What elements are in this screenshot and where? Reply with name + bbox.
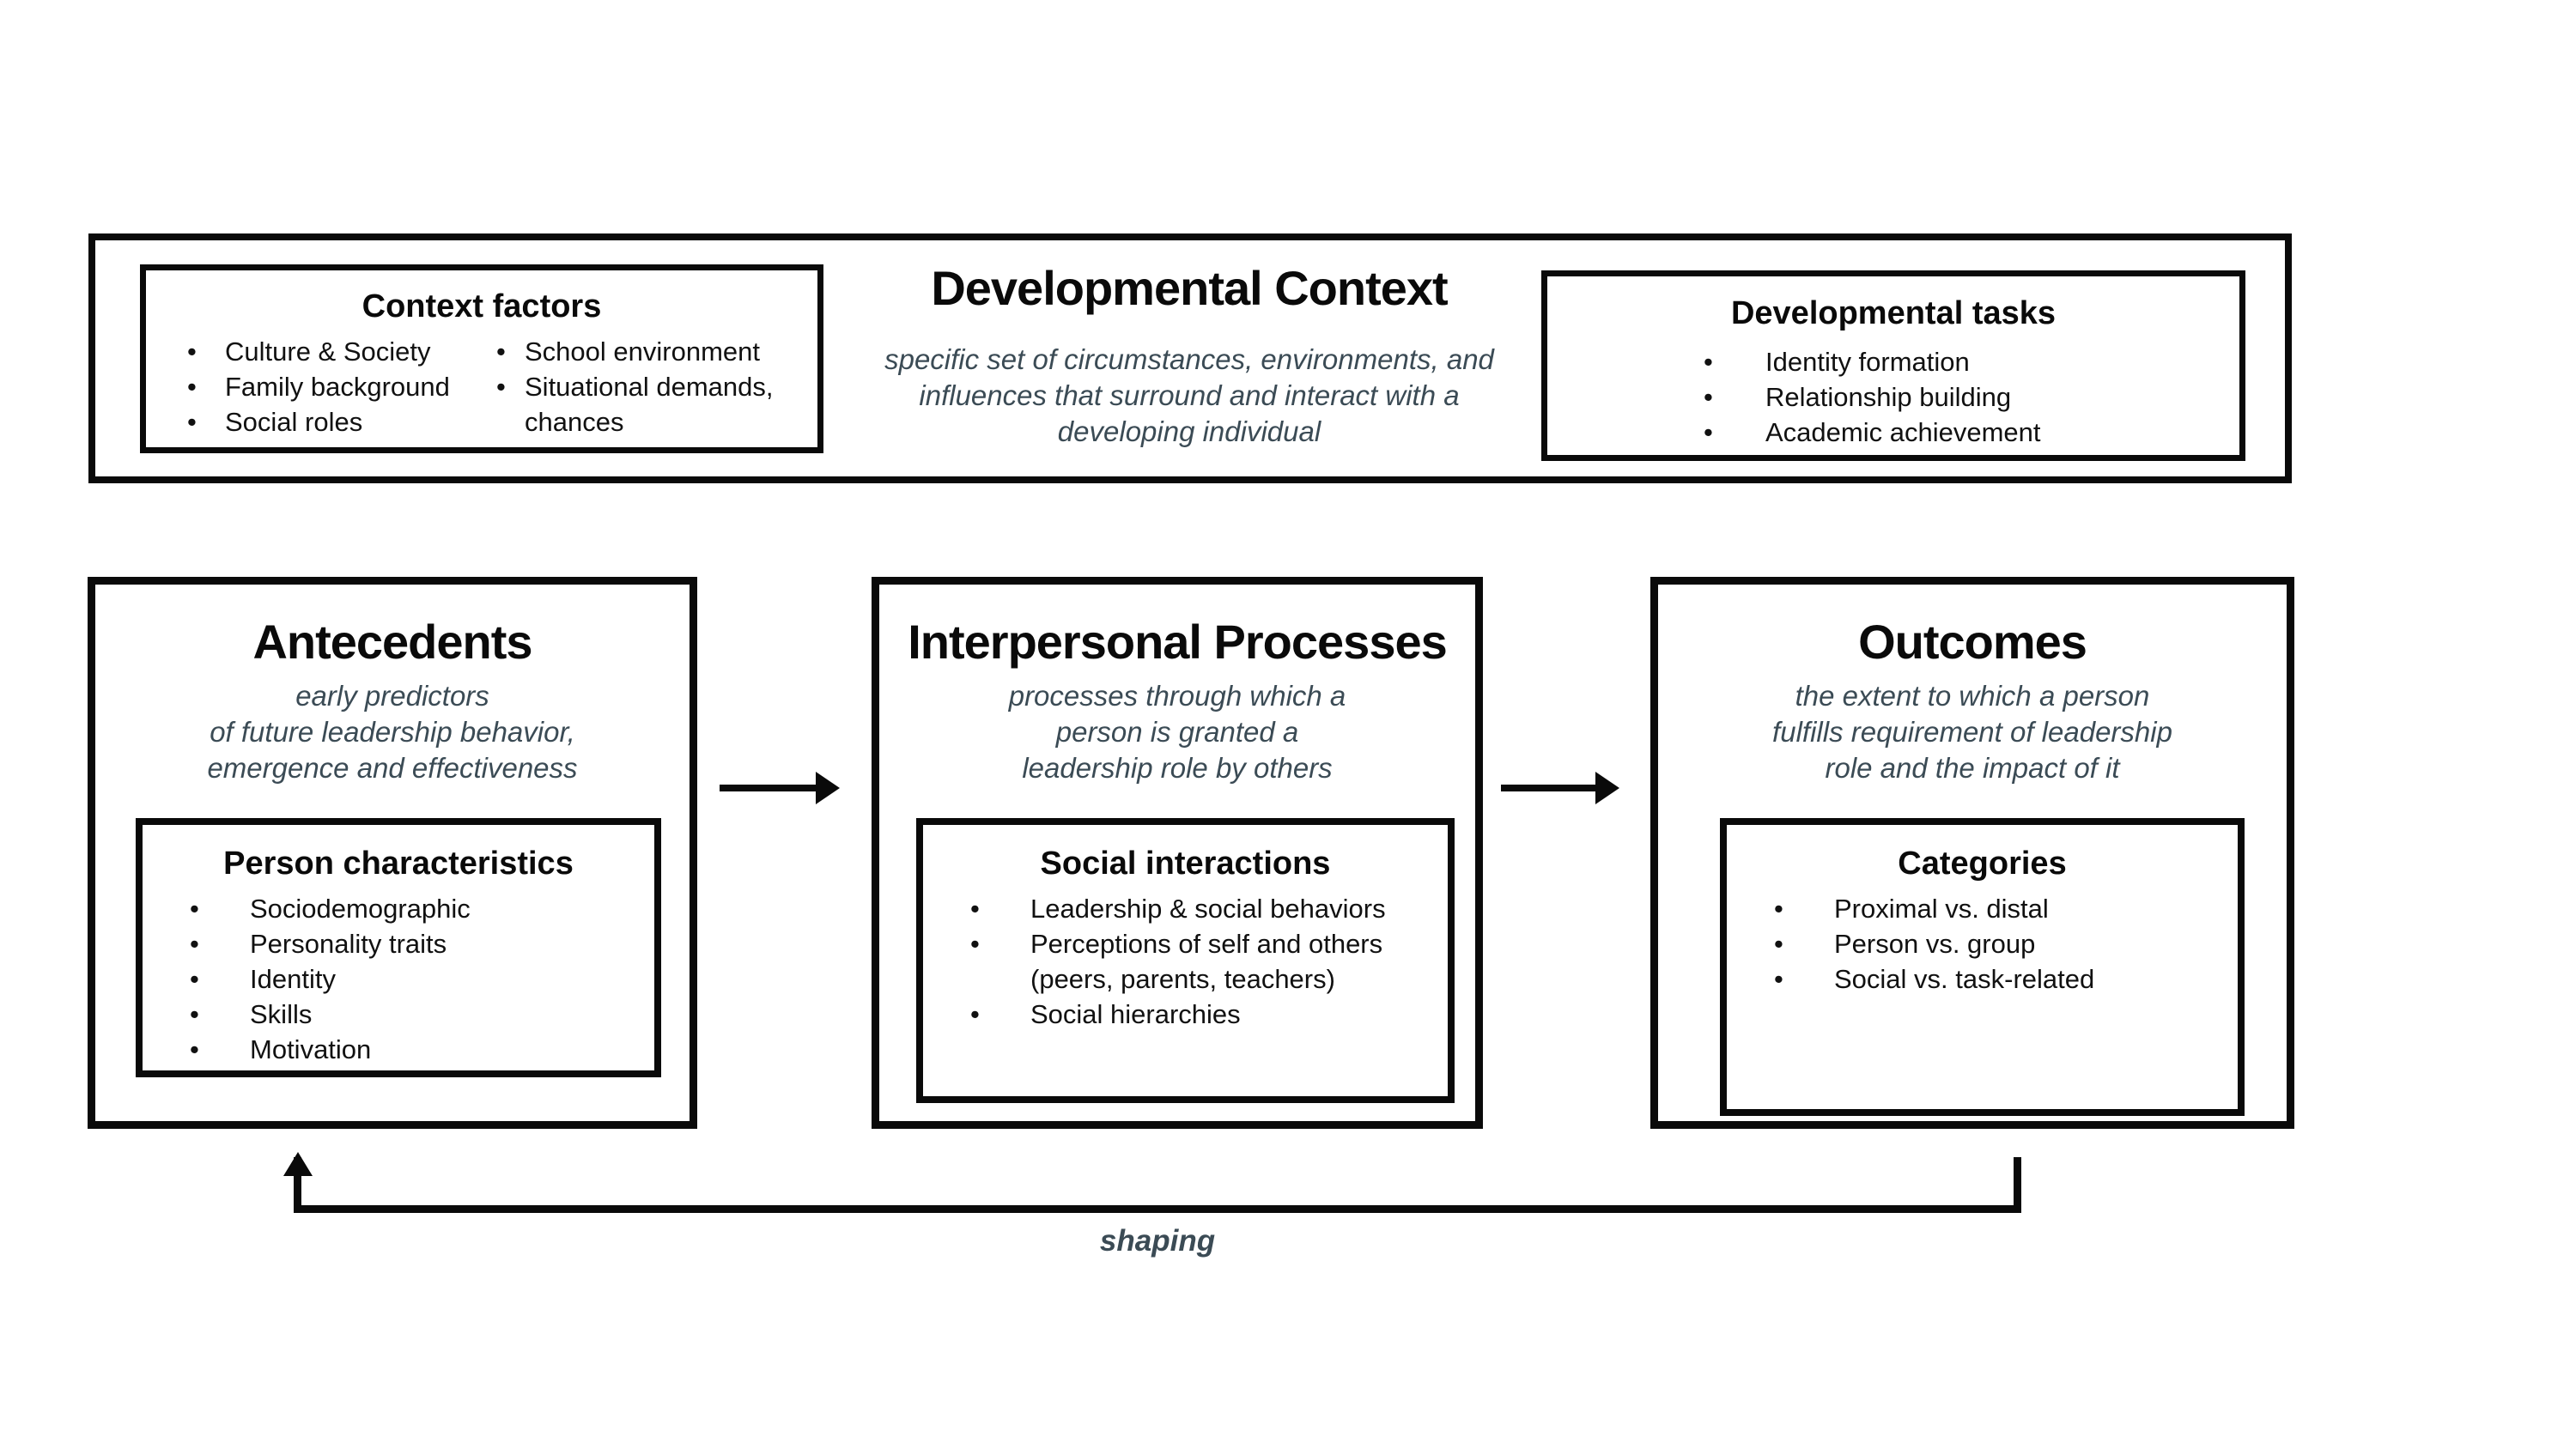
list-item: Identity (143, 961, 637, 997)
description-line: the extent to which a person (1795, 680, 2150, 712)
person-characteristics-box: Person characteristics Sociodemographic … (136, 818, 661, 1077)
list-item: Proximal vs. distal (1727, 891, 2221, 926)
interpersonal-processes-title: Interpersonal Processes (908, 615, 1448, 669)
band-description-line: influences that surround and interact wi… (919, 379, 1460, 411)
antecedents-title: Antecedents (252, 615, 532, 669)
list-item: Leadership & social behaviors (923, 891, 1431, 926)
outcomes-title: Outcomes (1858, 615, 2087, 669)
antecedents-description: early predictors of future leadership be… (95, 678, 690, 786)
description-line: processes through which a (1008, 680, 1346, 712)
context-factors-box: Context factors Culture & Society Family… (140, 264, 823, 453)
description-line: of future leadership behavior, (210, 716, 575, 748)
band-description-line: developing individual (1057, 415, 1321, 447)
arrow-interpersonal-to-outcomes (1501, 785, 1599, 791)
social-interactions-title: Social interactions (1040, 846, 1331, 882)
band-description-line: specific set of circumstances, environme… (884, 343, 1494, 375)
list-item: Perceptions of self and others (peers, p… (923, 926, 1431, 997)
outcomes-description: the extent to which a person fulfills re… (1658, 678, 2287, 786)
arrow-antecedents-to-interpersonal (720, 785, 819, 791)
categories-title: Categories (1898, 846, 2067, 882)
description-line: role and the impact of it (1825, 752, 2120, 784)
list-item: Family background (146, 369, 479, 404)
context-factors-title: Context factors (361, 288, 602, 324)
list-item: School environment (479, 334, 805, 369)
list-item: Culture & Society (146, 334, 479, 369)
list-item: Motivation (143, 1032, 637, 1067)
list-item: Situational demands, chances (479, 369, 805, 440)
arrow-right-icon (816, 772, 840, 804)
context-factors-column-1: Culture & Society Family background Soci… (146, 334, 479, 440)
list-item: Social vs. task-related (1727, 961, 2221, 997)
social-interactions-box: Social interactions Leadership & social … (916, 818, 1455, 1103)
list-item: Social hierarchies (923, 997, 1431, 1032)
band-description: specific set of circumstances, environme… (773, 342, 1606, 450)
description-line: fulfills requirement of leadership (1772, 716, 2172, 748)
list-item: Identity formation (1704, 344, 2239, 379)
interpersonal-description: processes through which a person is gran… (879, 678, 1475, 786)
developmental-tasks-title: Developmental tasks (1730, 295, 2057, 331)
list-item: Sociodemographic (143, 891, 637, 926)
arrow-right-icon (1595, 772, 1619, 804)
description-line: leadership role by others (1022, 752, 1333, 784)
arrow-up-icon (283, 1152, 313, 1176)
context-factors-column-2: School environment Situational demands, … (479, 334, 805, 440)
list-item: Personality traits (143, 926, 637, 961)
categories-list: Proximal vs. distal Person vs. group Soc… (1727, 891, 2238, 997)
social-interactions-list: Leadership & social behaviors Perception… (923, 891, 1448, 1032)
person-characteristics-title: Person characteristics (223, 846, 574, 882)
list-item: Relationship building (1704, 379, 2239, 415)
list-item: Skills (143, 997, 637, 1032)
description-line: emergence and effectiveness (207, 752, 578, 784)
list-item: Social roles (146, 404, 479, 440)
description-line: early predictors (295, 680, 489, 712)
feedback-label: shaping (1099, 1224, 1216, 1258)
list-item: Person vs. group (1727, 926, 2221, 961)
band-title: Developmental Context (931, 261, 1448, 315)
developmental-tasks-list: Identity formation Relationship building… (1704, 344, 2239, 450)
developmental-tasks-box: Developmental tasks Identity formation R… (1541, 270, 2245, 461)
description-line: person is granted a (1055, 716, 1299, 748)
feedback-arrow-path (294, 1157, 2021, 1213)
person-characteristics-list: Sociodemographic Personality traits Iden… (143, 891, 654, 1067)
list-item: Academic achievement (1704, 415, 2239, 450)
context-factors-columns: Culture & Society Family background Soci… (146, 334, 817, 440)
categories-box: Categories Proximal vs. distal Person vs… (1720, 818, 2245, 1116)
